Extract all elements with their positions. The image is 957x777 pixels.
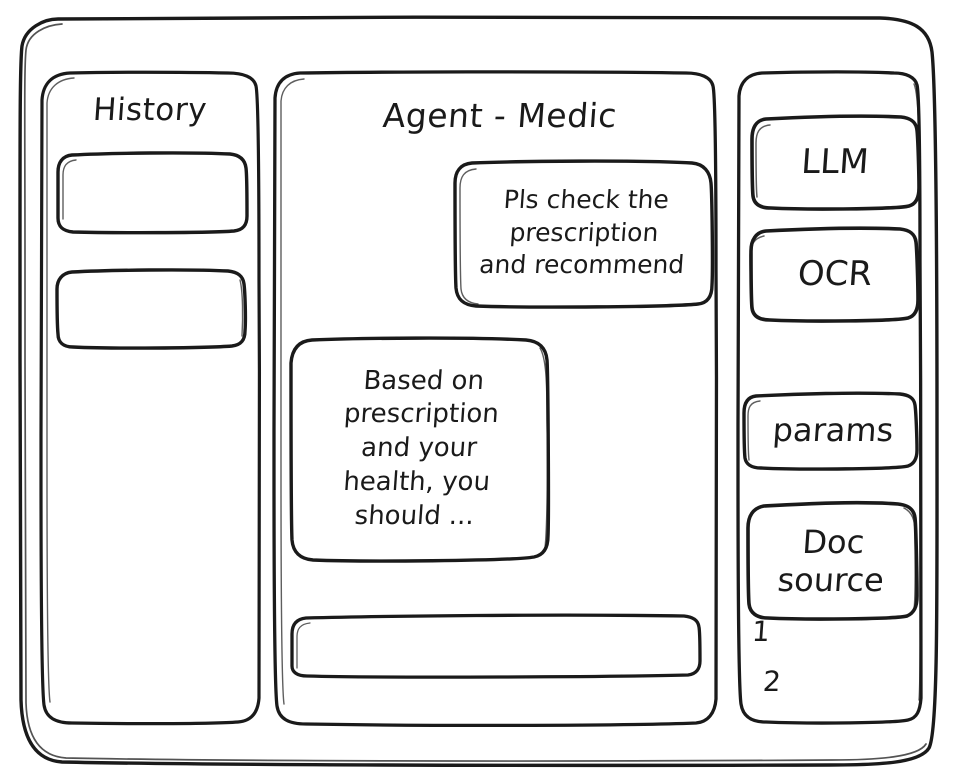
agent-message-line-4: health, you bbox=[342, 466, 492, 497]
tool-llm-button[interactable]: LLM bbox=[749, 118, 921, 206]
tool-params-label: params bbox=[771, 411, 895, 450]
tool-ocr-button[interactable]: OCR bbox=[749, 230, 921, 318]
agent-message-line-2: prescription bbox=[343, 399, 500, 430]
agent-message-line-3: and your bbox=[360, 433, 478, 464]
user-message-bubble: Pls check the prescription and recommend bbox=[453, 163, 715, 303]
history-item-1[interactable] bbox=[58, 153, 248, 233]
agent-message-line-5: should ... bbox=[353, 500, 475, 531]
message-input[interactable] bbox=[292, 616, 700, 676]
tool-doc-source-label-line-2: source bbox=[776, 561, 886, 599]
tool-doc-source-button[interactable]: Doc source bbox=[748, 506, 916, 618]
tool-ocr-label: OCR bbox=[796, 253, 874, 294]
user-message-line-1: Pls check the bbox=[502, 185, 670, 215]
agent-message-line-1: Based on bbox=[362, 365, 486, 396]
doc-source-item-1[interactable]: 1 bbox=[750, 615, 772, 648]
history-item-2[interactable] bbox=[57, 270, 246, 348]
page-title: Agent - Medic bbox=[381, 95, 619, 135]
user-message-line-3: and recommend bbox=[478, 250, 686, 280]
history-panel-title: History bbox=[91, 92, 209, 128]
tool-llm-label: LLM bbox=[799, 141, 871, 182]
user-message-line-2: prescription bbox=[508, 217, 660, 247]
agent-message-bubble: Based on prescription and your health, y… bbox=[288, 340, 549, 558]
doc-source-item-2[interactable]: 2 bbox=[761, 665, 783, 698]
tool-params-button[interactable]: params bbox=[746, 396, 921, 466]
tool-doc-source-label-line-1: Doc bbox=[801, 523, 866, 562]
